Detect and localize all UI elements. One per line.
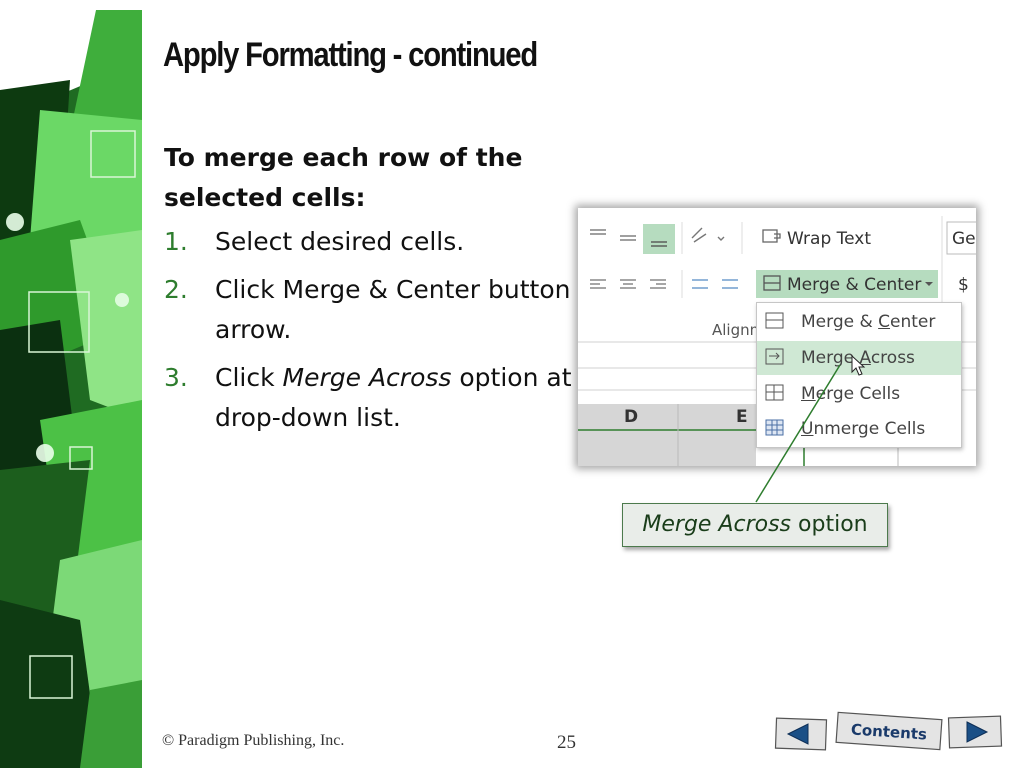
menu-item-merge-cells[interactable]: Merge Cells — [757, 377, 961, 411]
step-item: 3. Click Merge Across option at drop-dow… — [164, 358, 574, 438]
bottom-align-selected-bg — [643, 224, 675, 254]
ribbon-graphics — [578, 216, 976, 466]
mouse-pointer-icon — [851, 355, 866, 376]
merge-across-callout: Merge Across option — [622, 503, 888, 547]
lead-text: To merge each row of the selected cells: — [164, 143, 523, 212]
alignment-group-label: Alignm — [712, 321, 765, 339]
chevron-down-icon — [925, 282, 933, 286]
copyright-footer: © Paradigm Publishing, Inc. — [162, 732, 345, 749]
middle-align-icon — [620, 235, 636, 241]
step-number: 1. — [164, 227, 188, 256]
menu-label-post: erge Cells — [815, 384, 901, 404]
top-align-icon — [590, 229, 606, 235]
step-item: 1. Select desired cells. — [164, 222, 574, 262]
currency-button[interactable]: $ — [958, 275, 969, 295]
decrease-indent-icon — [692, 279, 708, 289]
unmerge-cells-icon — [765, 419, 784, 436]
step-text-italic: Merge Across — [282, 363, 452, 392]
column-header-area — [578, 404, 756, 466]
wrap-text-button[interactable]: Wrap Text — [787, 229, 872, 249]
steps-list: 1. Select desired cells. 2. Click Merge … — [164, 222, 574, 438]
next-arrow-icon — [966, 721, 989, 743]
step-item: 2. Click Merge & Center button arrow. — [164, 270, 574, 350]
step-text-suffix: option at drop-down list. — [215, 363, 572, 432]
bottom-align-icon — [651, 241, 667, 247]
slide-title: Apply Formatting - continued — [163, 36, 538, 74]
callout-connector-line — [755, 364, 841, 503]
callout-plain: option — [798, 512, 868, 537]
decorative-green-strip — [0, 0, 142, 768]
step-text-prefix: Click — [215, 363, 283, 392]
merge-center-icon — [763, 275, 781, 291]
previous-slide-button[interactable] — [774, 715, 830, 753]
menu-label-post: nmerge Cells — [813, 419, 926, 439]
step-number: 2. — [164, 275, 188, 304]
column-header-e[interactable]: E — [736, 407, 748, 427]
merge-cells-icon — [765, 384, 784, 401]
column-header-d[interactable]: D — [624, 407, 639, 427]
merge-center-button-bg — [756, 270, 938, 298]
menu-label-pre: Merge — [801, 348, 860, 368]
orientation-icon — [691, 227, 725, 243]
merge-dropdown-menu: Merge & Center Merge Across Merge Cells … — [756, 302, 962, 448]
step-text: Select desired cells. — [215, 227, 465, 256]
menu-item-merge-center[interactable]: Merge & Center — [757, 305, 961, 339]
increase-indent-icon — [722, 279, 738, 289]
next-slide-button[interactable] — [947, 713, 1005, 753]
callout-italic: Merge Across — [642, 512, 792, 537]
step-text: Click Merge & Center button arrow. — [215, 275, 571, 344]
page-number: 25 — [557, 732, 576, 753]
align-left-icon — [590, 279, 606, 289]
step-number: 3. — [164, 363, 188, 392]
menu-label-post: cross — [870, 348, 915, 368]
menu-item-merge-across[interactable]: Merge Across — [757, 341, 961, 376]
menu-label-underline: M — [801, 384, 816, 404]
contents-button-label: Contents — [850, 720, 927, 743]
slide-body: To merge each row of the selected cells:… — [164, 138, 574, 446]
menu-label-pre: Merge & — [801, 312, 879, 332]
menu-label-post: enter — [890, 312, 936, 332]
menu-label-underline: C — [878, 312, 891, 332]
number-format-box[interactable]: Gen — [952, 229, 976, 249]
previous-arrow-icon — [786, 723, 809, 745]
excel-ribbon-screenshot: Wrap Text Merge & Center Gen $ Alignm D … — [578, 208, 976, 466]
wrap-text-icon — [762, 229, 781, 243]
merge-across-icon — [765, 348, 784, 365]
merge-center-button[interactable]: Merge & Center — [787, 275, 922, 295]
merge-center-icon — [765, 312, 784, 329]
align-right-icon — [650, 279, 666, 289]
align-center-icon — [620, 279, 636, 289]
menu-label-underline: A — [859, 348, 871, 368]
menu-item-unmerge-cells[interactable]: Unmerge Cells — [757, 412, 961, 446]
contents-button[interactable]: Contents — [833, 710, 945, 756]
